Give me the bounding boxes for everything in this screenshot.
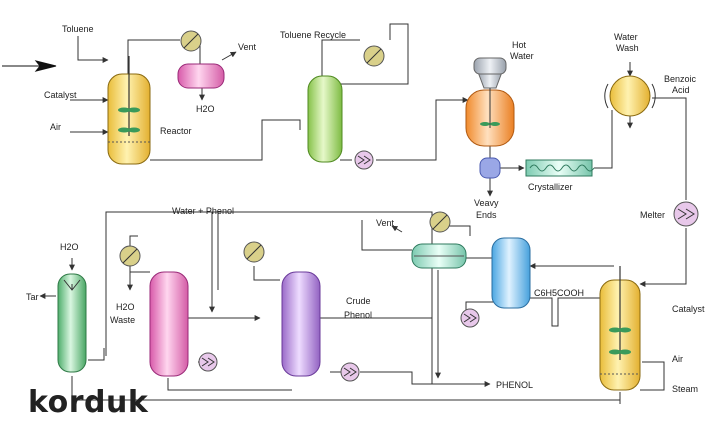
recycle-top-line — [321, 39, 360, 76]
label-h2o-waste-1: H2O — [116, 302, 135, 312]
label-water-phenol: Water + Phenol — [172, 206, 234, 216]
phenol-out-arrow — [360, 371, 491, 387]
label-hot-water-2: Water — [510, 51, 534, 61]
blue-column — [491, 237, 531, 309]
mid-fan-line — [448, 225, 471, 236]
label-reactor: Reactor — [160, 126, 192, 136]
melter-to-reactor-line — [639, 228, 687, 287]
label-air-top: Air — [50, 122, 61, 132]
melter-exchanger — [673, 201, 699, 227]
water-wash-drum — [604, 75, 656, 117]
reactor-vapor-line — [127, 39, 180, 78]
label-h2o-waste-2: Waste — [110, 315, 135, 325]
waste-fan — [119, 245, 141, 267]
label-crude-phenol-2: Phenol — [344, 310, 372, 320]
recycle-reboiler — [354, 150, 374, 170]
tar-column — [57, 273, 87, 373]
logo-part-2: duk — [84, 385, 149, 420]
crude-fan — [243, 241, 265, 263]
vent-top-arrow — [221, 51, 237, 61]
blue-hx — [460, 308, 480, 328]
waste-fan-line — [129, 235, 138, 248]
label-toluene: Toluene — [62, 24, 94, 34]
crude-fan-line — [253, 266, 280, 281]
feed-arrow — [2, 60, 57, 72]
label-phenol: PHENOL — [496, 380, 533, 390]
crystallizer-unit — [525, 159, 595, 177]
vent-drum-top — [177, 63, 225, 89]
label-crystallizer: Crystallizer — [528, 182, 573, 192]
waste-bottom-line — [167, 378, 292, 391]
cooler-fan-top — [180, 30, 202, 52]
logo-part-1: kor — [28, 385, 84, 420]
label-hot-water-1: Hot — [512, 40, 527, 50]
label-toluene-recycle: Toluene Recycle — [280, 30, 346, 40]
benzoic-feed-line — [530, 297, 600, 327]
oxidation-reactor-right — [599, 266, 641, 391]
crude-column — [281, 271, 321, 377]
reactor-vessel — [107, 56, 151, 165]
vent-drum-in-line — [361, 220, 412, 251]
to-hot-water-line — [376, 97, 469, 161]
label-heavy-ends-2: Ends — [476, 210, 497, 220]
water-phenol-header — [105, 211, 433, 356]
waste-hx — [198, 352, 218, 372]
label-tar: Tar — [26, 292, 39, 302]
label-catalyst-right: Catalyst — [672, 304, 705, 314]
recycle-return-line — [340, 23, 409, 85]
wash-to-melter-line — [652, 97, 687, 200]
label-vent-mid: Vent — [376, 218, 395, 228]
tar-col-side-line — [88, 348, 105, 361]
label-steam: Steam — [672, 384, 698, 394]
recycle-fan — [363, 45, 385, 67]
waste-column — [149, 271, 189, 377]
air-steam-bracket — [640, 361, 665, 391]
mid-fan — [429, 211, 451, 233]
label-melter: Melter — [640, 210, 665, 220]
label-catalyst-top: Catalyst — [44, 90, 77, 100]
label-h2o-tar: H2O — [60, 242, 79, 252]
label-heavy-ends-1: Veavy — [474, 198, 499, 208]
korduk-logo: kor duk — [28, 385, 149, 420]
label-vent-top: Vent — [238, 42, 257, 52]
recycle-column — [307, 75, 343, 163]
vent-mid-drum — [411, 243, 467, 269]
label-water-wash-1: Water — [614, 32, 638, 42]
label-benzoic-acid-2: Acid — [672, 85, 690, 95]
label-crude-phenol-1: Crude — [346, 296, 371, 306]
crude-hx — [340, 362, 360, 382]
bottom-return-line — [71, 376, 620, 401]
label-benzoic-acid-1: Benzoic — [664, 74, 697, 84]
label-water-wash-2: Wash — [616, 43, 639, 53]
crystallizer-to-wash-line — [594, 110, 613, 169]
vent-mid-arrow — [391, 225, 403, 233]
settling-pot — [479, 157, 501, 179]
reactor-to-recycle-line — [150, 119, 301, 161]
label-h2o-top: H2O — [196, 104, 215, 114]
label-air-right: Air — [672, 354, 683, 364]
hot-water-vessel — [465, 57, 515, 147]
toluene-line — [77, 36, 109, 63]
label-benzoic-formula: C6H5COOH — [534, 288, 584, 298]
